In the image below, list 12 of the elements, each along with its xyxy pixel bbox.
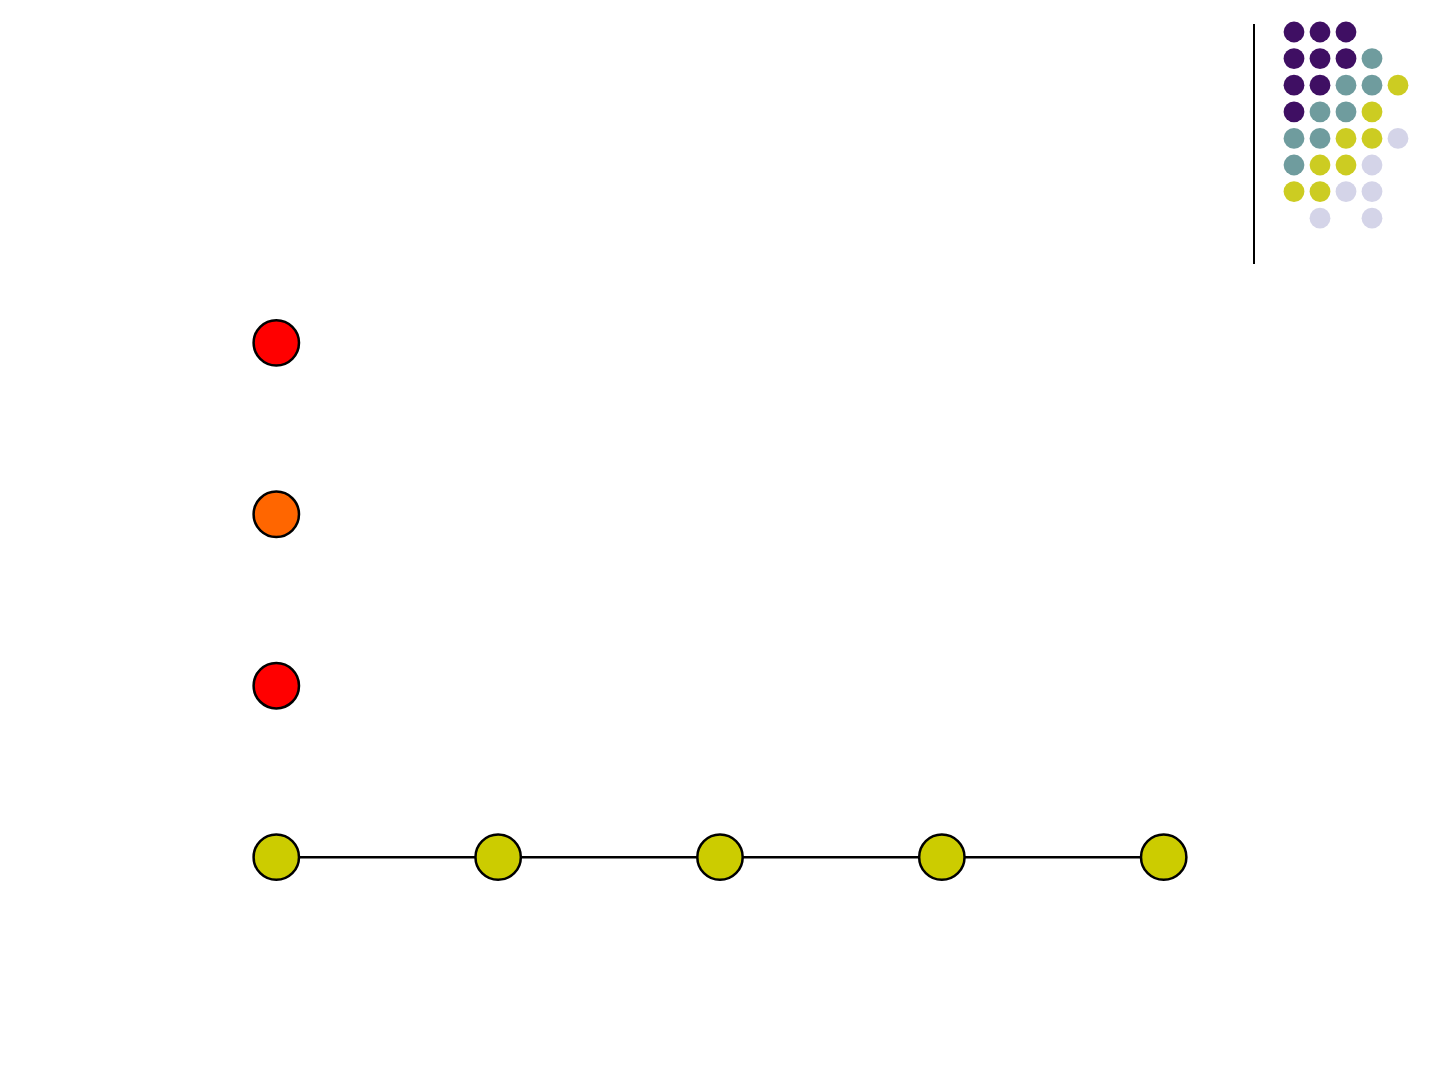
node-circle [252, 661, 301, 710]
connector [299, 855, 476, 859]
node-circle [252, 490, 301, 539]
node-circle [696, 833, 744, 882]
node-circle [917, 833, 966, 882]
connector [520, 855, 698, 859]
node-circle [1139, 833, 1188, 882]
node-circle [252, 833, 301, 882]
node-circle [474, 833, 523, 882]
node-circle [252, 318, 301, 367]
connector [742, 855, 920, 859]
connector [964, 855, 1141, 859]
